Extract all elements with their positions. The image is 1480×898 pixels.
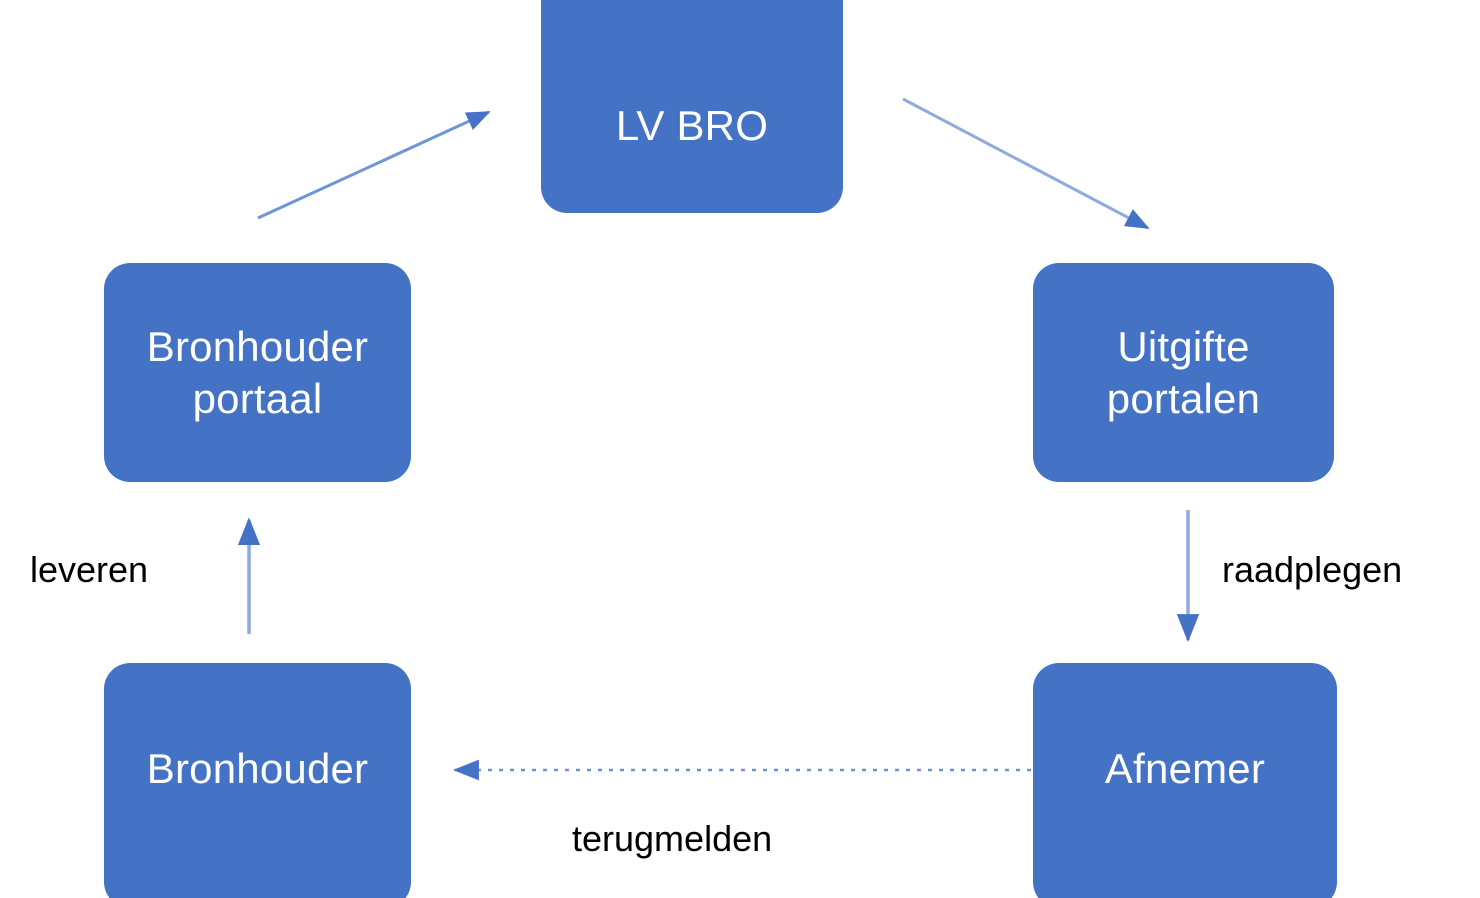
edge-label-raadplegen: raadplegen [1222,549,1403,590]
node-afnemer[interactable]: Afnemer [1033,663,1337,898]
edge-lv-bro-to-uitgifte-portalen [902,97,1150,230]
node-lv-bro-label: LV BRO [615,101,769,149]
node-uitgifte-portalen-label-line-2: portalen [1106,374,1261,422]
node-afnemer-label: Afnemer [1104,745,1266,792]
node-uitgifte-portalen-label: Uitgifte portalen [1107,321,1260,423]
node-bronhouder-portaal-label-line-2: portaal [192,374,323,422]
node-bronhouder-portaal-label: Bronhouder portaal [147,321,369,423]
node-uitgifte-portalen-label-line-1: Uitgifte [1117,323,1250,371]
node-uitgifte-portalen[interactable]: Uitgifte portalen [1033,263,1334,482]
node-bronhouder-portaal[interactable]: Bronhouder portaal [104,263,411,482]
node-bronhouder-portaal-label-line-1: Bronhouder [146,323,369,371]
node-lv-bro[interactable]: LV BRO [541,0,843,213]
edge-bronhouder-portaal-to-lv-bro [257,110,491,220]
node-bronhouder[interactable]: Bronhouder [104,663,411,898]
edge-label-terugmelden: terugmelden [572,818,773,859]
node-bronhouder-label: Bronhouder [146,745,369,792]
edge-label-leveren: leveren [30,549,149,590]
